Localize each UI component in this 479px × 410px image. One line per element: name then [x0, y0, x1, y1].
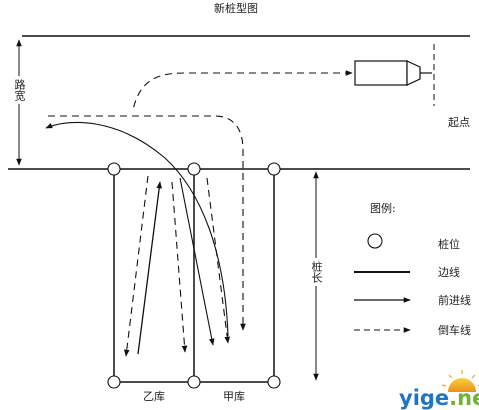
pile-bottom-left [107, 375, 121, 389]
forward-path-garage-a [179, 177, 215, 346]
reverse-path-from-start [132, 70, 353, 111]
start-label: 起点 [448, 116, 470, 129]
pile-bottom-middle [187, 375, 201, 389]
legend-label-edge: 边线 [438, 265, 460, 279]
diagram-title: 新桩型图 [214, 1, 258, 15]
pile-bottom-right [267, 375, 281, 389]
pile-top-middle [187, 162, 201, 176]
legend-label-pile: 桩位 [438, 237, 460, 251]
vehicle-icon [354, 60, 432, 86]
legend: 图例: 桩位 边线 前进线 倒车线 [354, 201, 471, 337]
reverse-into-garage-b [123, 175, 149, 357]
garage-b-label: 乙库 [143, 390, 165, 403]
pile-top-right [267, 162, 281, 176]
pile-circle-icon [367, 233, 383, 249]
reverse-middle-path [171, 181, 188, 353]
pile-top-left [107, 162, 121, 176]
road-width-label: 路宽 [13, 79, 26, 102]
reverse-path-upper [48, 115, 246, 331]
legend-label-forward: 前进线 [438, 293, 471, 307]
pile-length-label: 桩长 [310, 260, 323, 283]
watermark-brand: yige.net [399, 386, 479, 410]
legend-title: 图例: [370, 201, 396, 215]
forward-out-garage-b [137, 181, 162, 355]
watermark-logo: yige.net [399, 370, 479, 410]
garage-a-label: 甲库 [223, 390, 245, 403]
pile-circles [107, 162, 281, 389]
legend-label-reverse: 倒车线 [438, 323, 471, 337]
forward-path-arc [45, 121, 229, 337]
sun-icon [441, 370, 479, 392]
reverse-into-garage-a [206, 177, 230, 344]
